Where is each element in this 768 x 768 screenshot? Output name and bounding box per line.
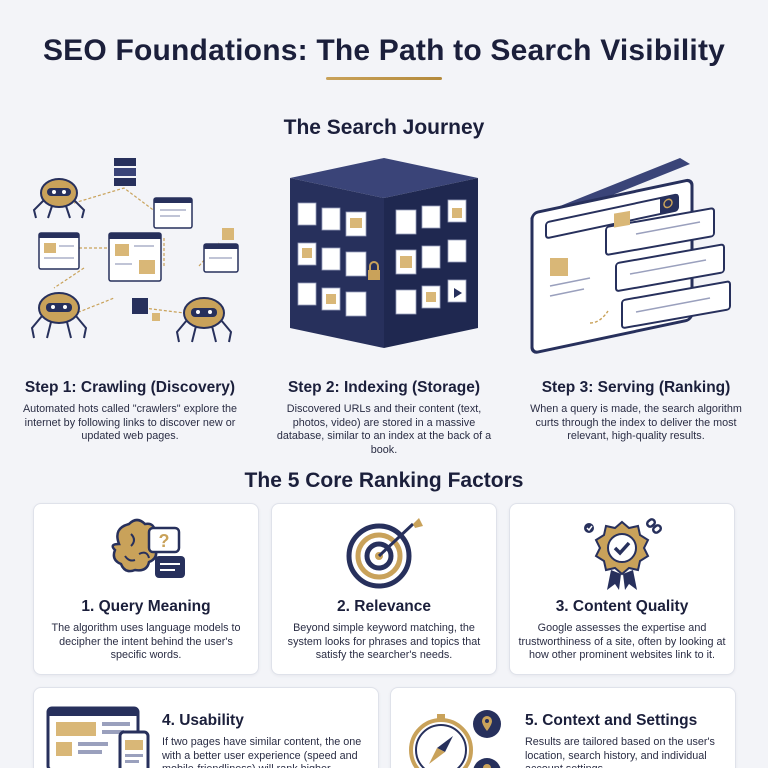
page-title: SEO Foundations: The Path to Search Visi… xyxy=(42,34,726,67)
brain-question-icon: ? xyxy=(111,518,185,578)
title-underline xyxy=(326,77,442,80)
factor-2-description: Beyond simple keyword matching, the syst… xyxy=(287,622,481,661)
crawler-bots-illustration xyxy=(30,158,239,343)
factor-4-title: 4. Usability xyxy=(162,712,244,729)
step-serving: Step 3: Serving (Ranking) When a query i… xyxy=(510,148,762,444)
search-icon xyxy=(663,198,673,209)
link-icon xyxy=(645,518,663,534)
factor-card-context-settings: 5. Context and Settings Results are tail… xyxy=(390,687,736,768)
devices-icon xyxy=(46,706,150,768)
step-crawling: Step 1: Crawling (Discovery) Automated h… xyxy=(4,148,256,444)
factor-card-query-meaning: ? 1. Query Meaning The algorithm uses la… xyxy=(33,503,259,675)
step-3-description: When a query is made, the search algorit… xyxy=(530,403,742,442)
factor-5-title: 5. Context and Settings xyxy=(525,712,698,729)
factor-3-description: Google assesses the expertise and trustw… xyxy=(518,622,726,661)
factor-4-description: If two pages have similar content, the o… xyxy=(162,736,362,768)
svg-text:?: ? xyxy=(159,531,170,551)
factor-card-usability: 4. Usability If two pages have similar c… xyxy=(33,687,379,768)
compass-location-icon xyxy=(409,710,501,768)
factor-card-relevance: 2. Relevance Beyond simple keyword match… xyxy=(271,503,497,675)
crawler-bot xyxy=(32,178,86,219)
step-3-title: Step 3: Serving (Ranking) xyxy=(541,379,731,396)
factors-section-title: The 5 Core Ranking Factors xyxy=(244,469,524,492)
lock-icon xyxy=(368,261,380,280)
journey-section-title: The Search Journey xyxy=(283,116,485,139)
location-pin-icon xyxy=(482,716,492,731)
user-icon xyxy=(483,764,491,768)
factor-5-description: Results are tailored based on the user's… xyxy=(525,736,715,768)
step-1-description: Automated hots called "crawlers" explore… xyxy=(22,403,238,442)
step-indexing: Step 2: Indexing (Storage) Discovered UR… xyxy=(258,148,510,457)
factor-1-description: The algorithm uses language models to de… xyxy=(51,622,241,661)
server-stack-icon xyxy=(114,158,136,186)
factor-1-title: 1. Query Meaning xyxy=(81,598,211,615)
factor-2-title: 2. Relevance xyxy=(337,598,431,615)
search-bar xyxy=(545,193,679,239)
step-2-title: Step 2: Indexing (Storage) xyxy=(287,379,481,396)
crawler-bot xyxy=(30,292,88,339)
factor-3-title: 3. Content Quality xyxy=(555,598,689,615)
index-library-illustration xyxy=(290,158,478,348)
search-results-illustration xyxy=(530,158,731,354)
crawler-bot xyxy=(175,297,233,343)
target-arrow-icon xyxy=(346,518,423,589)
award-badge-icon xyxy=(584,518,663,590)
step-1-title: Step 1: Crawling (Discovery) xyxy=(24,379,236,396)
factor-card-content-quality: 3. Content Quality Google assesses the e… xyxy=(509,503,735,675)
step-2-description: Discovered URLs and their content (text,… xyxy=(276,403,492,456)
